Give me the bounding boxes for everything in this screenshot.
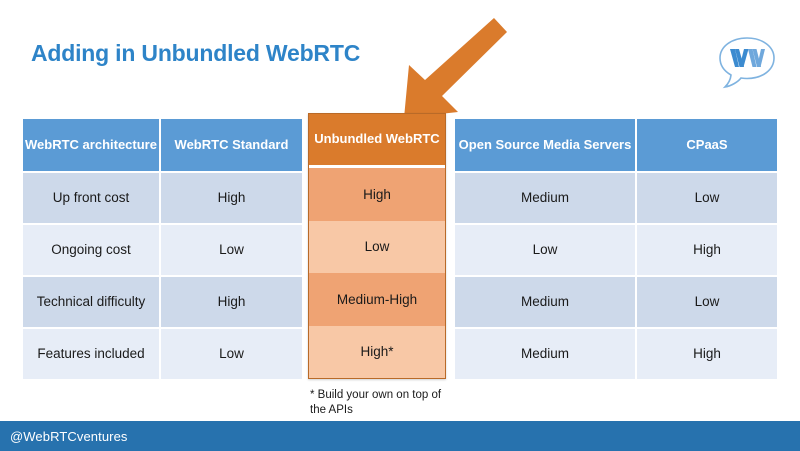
orange-arrow-icon (376, 12, 511, 127)
cell-cpaas: Low (637, 173, 777, 225)
cell-open-source-media-servers: Low (455, 225, 637, 277)
cell-unbundled-webrtc: High (309, 168, 445, 221)
header-open-source-media-servers: Open Source Media Servers (455, 119, 637, 173)
cell-webrtc-standard: High (161, 277, 302, 329)
social-handle: @WebRTCventures (10, 428, 128, 444)
bottom-bar: @WebRTCventures (0, 421, 800, 451)
cell-open-source-media-servers: Medium (455, 173, 637, 225)
table-row: Medium Low (455, 277, 777, 329)
table-header-row: Open Source Media Servers CPaaS (455, 119, 777, 173)
footnote-text: * Build your own on top of the APIs (310, 389, 442, 416)
cell-architecture: Up front cost (23, 173, 161, 225)
cell-webrtc-standard: High (161, 173, 302, 225)
unbundled-webrtc-column: Unbundled WebRTC High Low Medium-High Hi… (308, 113, 446, 379)
cell-cpaas: High (637, 225, 777, 277)
cell-webrtc-standard: Low (161, 329, 302, 381)
cell-open-source-media-servers: Medium (455, 277, 637, 329)
cell-unbundled-webrtc: Medium-High (309, 273, 445, 326)
table-row: Ongoing cost Low (23, 225, 302, 277)
header-webrtc-architecture: WebRTC architecture (23, 119, 161, 173)
header-cpaas: CPaaS (637, 119, 777, 173)
cell-architecture: Technical difficulty (23, 277, 161, 329)
cell-cpaas: Low (637, 277, 777, 329)
table-row: Technical difficulty High (23, 277, 302, 329)
table-row: Medium Low (455, 173, 777, 225)
cell-open-source-media-servers: Medium (455, 329, 637, 381)
table-row: Low High (455, 225, 777, 277)
cell-architecture: Features included (23, 329, 161, 381)
table-row: Up front cost High (23, 173, 302, 225)
cell-webrtc-standard: Low (161, 225, 302, 277)
cell-unbundled-webrtc: Low (309, 220, 445, 273)
header-webrtc-standard: WebRTC Standard (161, 119, 302, 173)
page-title: Adding in Unbundled WebRTC (31, 40, 361, 66)
cell-unbundled-webrtc: High* (309, 325, 445, 378)
comparison-table-left: WebRTC architecture WebRTC Standard Up f… (23, 119, 302, 381)
table-row: Features included Low (23, 329, 302, 381)
comparison-table-right: Open Source Media Servers CPaaS Medium L… (455, 119, 777, 381)
webrtc-ventures-logo (713, 32, 781, 92)
table-row: Medium High (455, 329, 777, 381)
cell-cpaas: High (637, 329, 777, 381)
table-header-row: WebRTC architecture WebRTC Standard (23, 119, 302, 173)
cell-architecture: Ongoing cost (23, 225, 161, 277)
header-unbundled-webrtc: Unbundled WebRTC (309, 114, 445, 168)
